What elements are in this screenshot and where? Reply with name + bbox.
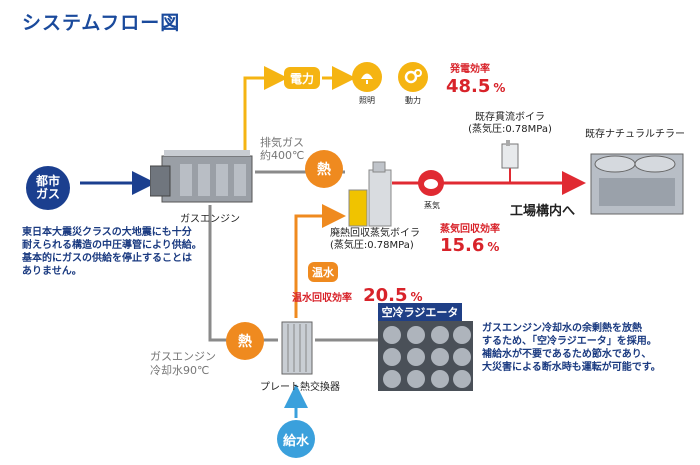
power-efficiency-label: 発電効率: [450, 64, 490, 75]
plate-heat-exchanger-unit: [278, 318, 316, 378]
city-gas-label: 都市ガス: [35, 174, 60, 201]
heat-node-exhaust: 熱: [305, 150, 343, 188]
existing-boiler-pressure: (蒸気圧:0.78MPa): [468, 124, 552, 135]
boiler-icon: [348, 161, 392, 227]
steam-node-label: 蒸気: [424, 201, 440, 210]
right-note-line: 大災害による断水時も運転が可能です。: [482, 362, 661, 373]
existing-boiler-text: 既存貫流ボイラ (蒸気圧:0.78MPa): [455, 112, 565, 136]
gas-engine-icon: [149, 150, 253, 203]
hot-water-line: [294, 204, 346, 318]
lamp-icon: [361, 73, 373, 84]
existing-boiler-label: 既存貫流ボイラ: [475, 112, 545, 123]
waste-heat-boiler-unit: [345, 160, 393, 230]
steam-efficiency-label: 蒸気回収効率: [440, 224, 500, 235]
coolant-line1: ガスエンジン: [150, 350, 216, 363]
left-note-line: ありません。: [22, 266, 82, 277]
electricity-line: [243, 66, 288, 150]
hot-water-efficiency-number: 20.5: [363, 285, 408, 306]
lighting-label: 照明: [359, 96, 375, 105]
power-efficiency-value: 48.5%: [446, 76, 505, 97]
cloud-icon: [424, 179, 438, 189]
hot-water-efficiency-label: 温水回収効率: [292, 293, 352, 304]
right-note-line: ガスエンジン冷却水の余剰熱を放熱: [482, 323, 642, 334]
waste-heat-boiler-text: 廃熱回収蒸気ボイラ (蒸気圧:0.78MPa): [330, 228, 440, 252]
steam-node: [418, 170, 444, 196]
lighting-icon: [352, 62, 382, 92]
right-note-line: するため、「空冷ラジエータ」を採用。: [482, 336, 657, 347]
gas-engine-label: ガスエンジン: [180, 214, 240, 225]
coolant-text: ガスエンジン 冷却水90℃: [150, 350, 216, 378]
right-note-line: 補給水が不要であるため節水であり、: [482, 349, 652, 360]
air-radiator-photo: [378, 321, 473, 391]
hot-water-efficiency-unit: %: [410, 290, 423, 304]
waste-heat-boiler-pressure: (蒸気圧:0.78MPa): [330, 240, 414, 251]
exhaust-gas-line1: 排気ガス: [260, 136, 304, 149]
gas-engine-unit: [149, 148, 255, 206]
page-title: システムフロー図: [22, 12, 181, 34]
power-icon: [398, 62, 428, 92]
existing-boiler-unit: [500, 140, 522, 170]
plate-heat-exchanger-label: プレート熱交換器: [260, 382, 340, 393]
left-note-line: 耐えられる構造の中圧導管により供給。: [22, 240, 202, 251]
power-label: 動力: [405, 96, 421, 105]
water-supply-node: 給水: [277, 420, 315, 458]
hot-water-efficiency: 温水回収効率 20.5%: [292, 285, 423, 306]
existing-chiller-unit: [585, 142, 690, 222]
city-gas-node: 都市ガス: [26, 166, 70, 210]
waste-heat-boiler-label: 廃熱回収蒸気ボイラ: [330, 228, 420, 239]
exhaust-gas-text: 排気ガス 約400℃: [260, 136, 304, 162]
right-note: ガスエンジン冷却水の余剰熱を放熱 するため、「空冷ラジエータ」を採用。 補給水が…: [482, 322, 697, 374]
hot-water-tag: 温水: [308, 262, 338, 282]
left-note-line: 東日本大震災クラスの大地震にも十分: [22, 227, 192, 238]
power-efficiency-unit: %: [493, 81, 506, 95]
heat-exchanger-icon: [281, 321, 313, 375]
coolant-line2: 冷却水90℃: [150, 364, 210, 377]
left-note: 東日本大震災クラスの大地震にも十分 耐えられる構造の中圧導管により供給。 基本的…: [22, 226, 222, 278]
plant-inside-label: 工場構内へ: [510, 204, 576, 219]
gear-icon: [404, 69, 422, 84]
power-efficiency-number: 48.5: [446, 76, 491, 97]
heat-node-coolant: 熱: [226, 322, 264, 360]
steam-efficiency-unit: %: [487, 240, 500, 254]
air-radiator-tag: 空冷ラジエータ: [378, 303, 462, 321]
chiller-icon: [590, 153, 684, 215]
steam-efficiency-number: 15.6: [440, 235, 485, 256]
boiler-small-icon: [501, 140, 519, 169]
radiator-icon: [383, 326, 471, 388]
exhaust-gas-line2: 約400℃: [260, 149, 305, 162]
electricity-tag: 電力: [284, 67, 320, 89]
left-note-line: 基本的にガスの供給を停止することは: [22, 253, 192, 264]
steam-efficiency-value: 15.6%: [440, 235, 499, 256]
existing-chiller-label: 既存ナチュラルチラー: [585, 129, 685, 140]
